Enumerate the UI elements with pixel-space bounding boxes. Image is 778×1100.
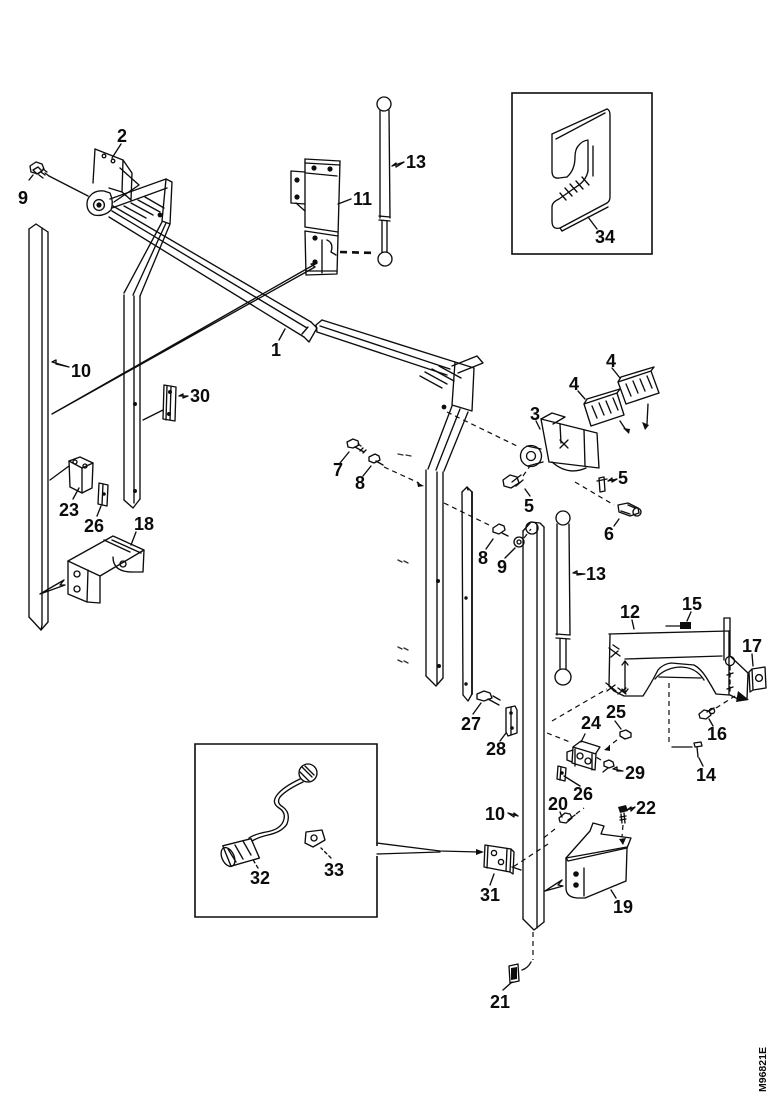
svg-text:11: 11 bbox=[353, 189, 372, 209]
svg-text:4: 4 bbox=[569, 374, 579, 394]
svg-text:2: 2 bbox=[117, 126, 127, 146]
svg-text:28: 28 bbox=[486, 739, 506, 759]
svg-text:5: 5 bbox=[524, 496, 534, 516]
svg-text:8: 8 bbox=[478, 548, 488, 568]
svg-text:10: 10 bbox=[71, 361, 91, 381]
svg-text:22: 22 bbox=[636, 798, 656, 818]
svg-text:27: 27 bbox=[461, 714, 481, 734]
svg-text:5: 5 bbox=[618, 468, 628, 488]
svg-text:34: 34 bbox=[595, 227, 615, 247]
svg-text:20: 20 bbox=[548, 794, 568, 814]
svg-text:13: 13 bbox=[406, 152, 426, 172]
svg-text:25: 25 bbox=[606, 702, 626, 722]
svg-text:30: 30 bbox=[190, 386, 210, 406]
svg-text:24: 24 bbox=[581, 713, 601, 733]
svg-text:4: 4 bbox=[606, 351, 616, 371]
svg-text:10: 10 bbox=[485, 804, 505, 824]
svg-text:17: 17 bbox=[742, 636, 762, 656]
svg-text:29: 29 bbox=[625, 763, 645, 783]
svg-text:12: 12 bbox=[620, 602, 640, 622]
svg-text:19: 19 bbox=[613, 897, 633, 917]
svg-text:26: 26 bbox=[573, 784, 593, 804]
svg-text:6: 6 bbox=[604, 524, 614, 544]
svg-text:16: 16 bbox=[707, 724, 727, 744]
svg-text:8: 8 bbox=[355, 473, 365, 493]
svg-text:33: 33 bbox=[324, 860, 344, 880]
svg-text:23: 23 bbox=[59, 500, 79, 520]
svg-text:M96821E: M96821E bbox=[757, 1047, 769, 1092]
svg-text:9: 9 bbox=[497, 557, 507, 577]
svg-text:7: 7 bbox=[333, 460, 343, 480]
svg-text:13: 13 bbox=[586, 564, 606, 584]
svg-text:1: 1 bbox=[271, 340, 281, 360]
svg-text:9: 9 bbox=[18, 188, 28, 208]
svg-text:3: 3 bbox=[530, 404, 540, 424]
svg-text:21: 21 bbox=[490, 992, 510, 1012]
svg-text:32: 32 bbox=[250, 868, 270, 888]
svg-text:18: 18 bbox=[134, 514, 154, 534]
svg-text:31: 31 bbox=[480, 885, 500, 905]
svg-text:15: 15 bbox=[682, 594, 702, 614]
svg-text:14: 14 bbox=[696, 765, 716, 785]
svg-text:26: 26 bbox=[84, 516, 104, 536]
